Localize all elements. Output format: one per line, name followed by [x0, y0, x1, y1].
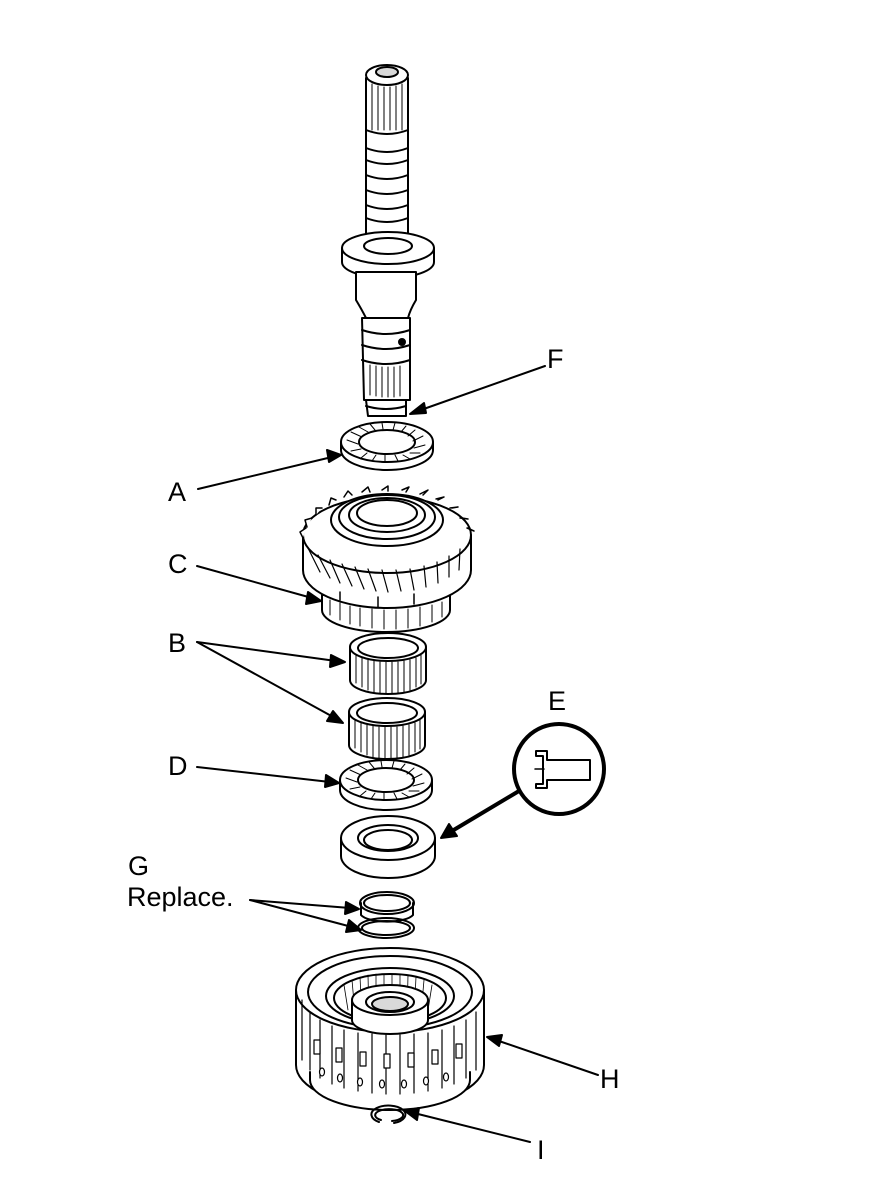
clutch-drum-h	[296, 948, 484, 1110]
label-f: F	[547, 344, 564, 374]
label-i: I	[537, 1135, 545, 1165]
main-shaft	[342, 65, 434, 416]
oil-seal	[341, 816, 435, 878]
o-rings-g	[358, 892, 414, 938]
needle-bearing-b-upper	[350, 633, 426, 694]
label-e: E	[548, 686, 567, 716]
label-g-note: Replace.	[127, 882, 234, 912]
needle-bearing-b-lower	[349, 698, 425, 759]
label-a: A	[168, 477, 187, 507]
thrust-bearing-a	[341, 422, 433, 470]
label-c: C	[168, 549, 188, 579]
label-d: D	[168, 751, 188, 781]
label-b: B	[168, 628, 187, 658]
seal-driver-tool-icon	[512, 722, 606, 816]
thrust-bearing-d	[340, 760, 432, 810]
snap-ring-i	[371, 1106, 405, 1123]
gear-c	[300, 486, 474, 632]
label-g: G	[128, 851, 150, 881]
leader-lines	[196, 365, 599, 1143]
label-h: H	[600, 1064, 620, 1094]
